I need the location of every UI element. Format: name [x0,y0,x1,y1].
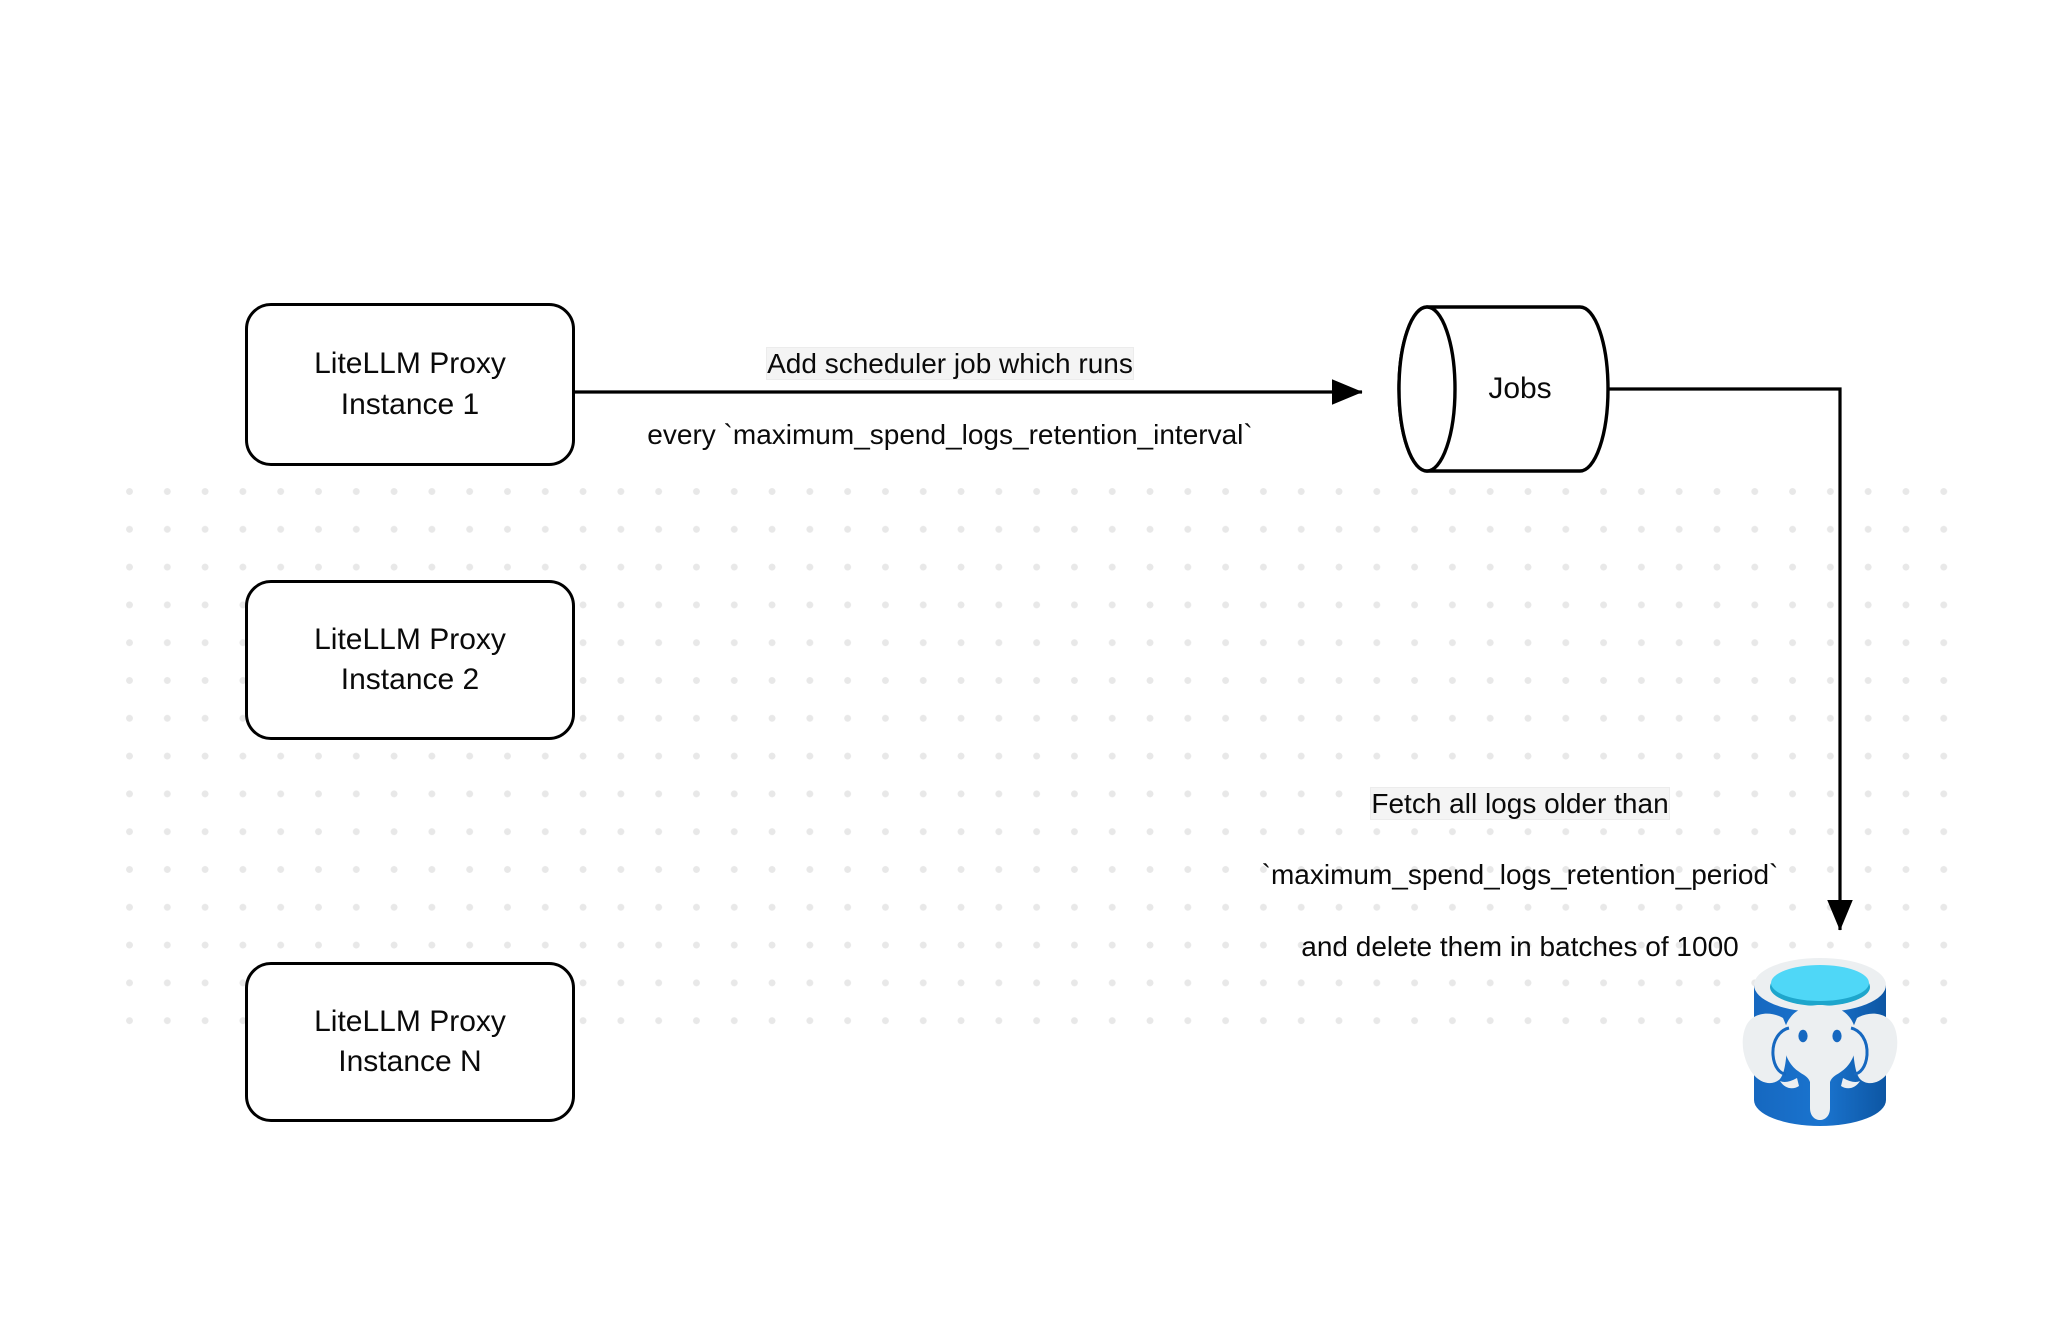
edge-label-line-1: Add scheduler job which runs [580,346,1320,382]
elephant-ear-outlines [1771,1026,1869,1076]
node-label: LiteLLM Proxy Instance 2 [314,622,506,696]
node-label: LiteLLM Proxy Instance 1 [314,347,506,421]
edge-label-line-2: every `maximum_spend_logs_retention_inte… [647,419,1253,451]
connector-jobs-to-postgres [1608,387,1853,931]
node-jobs-label: Jobs [1488,372,1552,405]
edge-label-line-1: Fetch all logs older than [1240,786,1800,822]
node-jobs-cylinder[interactable] [1397,305,1610,473]
node-litellm-proxy-instance-1[interactable]: LiteLLM Proxy Instance 1 [245,303,575,466]
node-litellm-proxy-instance-n[interactable]: LiteLLM Proxy Instance N [245,962,575,1122]
node-label: LiteLLM Proxy Instance N [314,1004,506,1078]
edge-label-fetch-delete: Fetch all logs older than `maximum_spend… [1240,750,1800,1001]
edge-label-scheduler: Add scheduler job which runs every `maxi… [580,310,1320,489]
edge-label-line-3: and delete them in batches of 1000 [1301,931,1739,963]
edge-label-line-2: `maximum_spend_logs_retention_period` [1261,859,1779,891]
elephant-eyes [1798,1029,1842,1043]
edge-label-line-1-text: Add scheduler job which runs [767,347,1133,379]
node-litellm-proxy-instance-2[interactable]: LiteLLM Proxy Instance 2 [245,580,575,740]
edge-label-line-1-text: Fetch all logs older than [1371,787,1669,819]
postgresql-database-icon[interactable] [1742,958,1898,1126]
